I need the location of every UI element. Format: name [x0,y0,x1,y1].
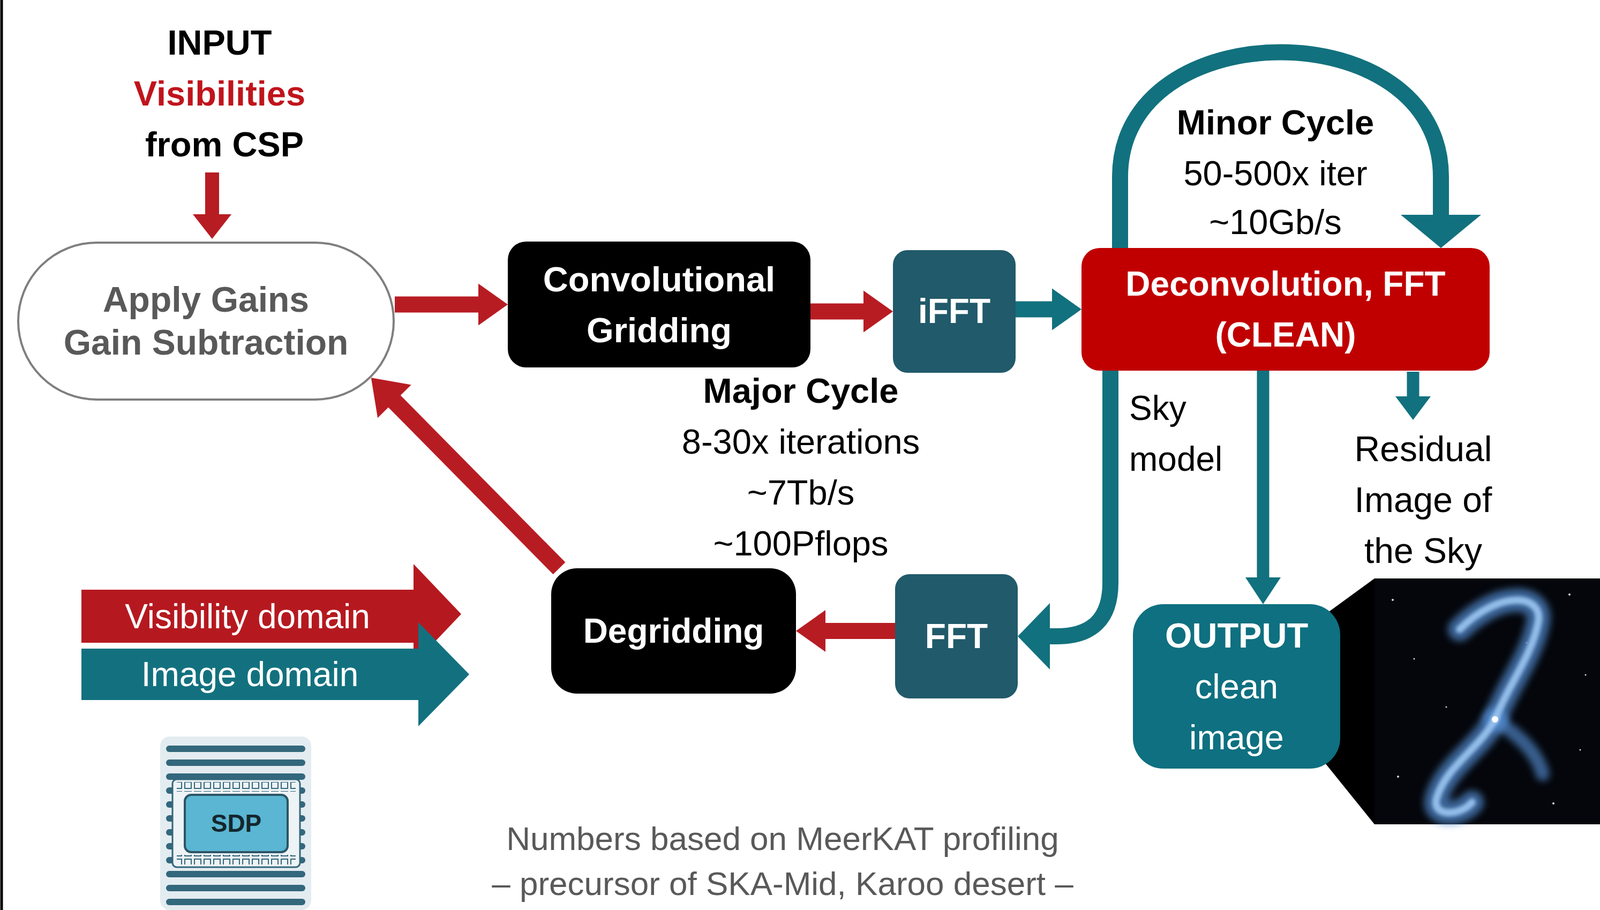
chip-stripe [169,884,303,892]
legend-entry: Image domain [81,622,470,727]
node-title: Apply Gains Gain Subtraction [61,278,351,364]
output-note: Residual Image of the Sky [1345,423,1501,577]
fft-box: FFT [895,574,1018,699]
cycle-stat: 50-500x iter [1183,155,1367,192]
cycle-title: Major Cycle [703,372,899,410]
clean-box: Deconvolution, FFT (CLEAN) [1081,248,1490,371]
star [1445,706,1448,709]
input-source: from CSP [145,126,304,163]
residual-arrow-shaft [1407,371,1420,398]
arrow-head [1052,288,1082,331]
galaxy-core [1491,716,1499,723]
connector [810,290,893,333]
node-title: SDP [211,809,262,838]
process-pill: Apply Gains Gain Subtraction [17,241,395,401]
connector-line [1015,301,1054,318]
connector-line [1257,370,1270,579]
chip-stripe [169,898,303,906]
star [1391,598,1394,602]
connector [1245,370,1281,605]
connector-line [1120,52,1441,249]
legend-arrow [81,622,470,727]
node-title: OUTPUT [1165,610,1309,661]
input-arrow-shaft [205,172,220,216]
node-title: Deconvolution, FFT (CLEAN) [1088,258,1483,361]
chip-die [172,779,300,868]
chip-stripe [169,745,303,753]
chip-stripe [169,870,303,878]
chip-pins [176,782,296,792]
connector [1015,288,1082,331]
connector-line [394,296,480,313]
chip-icon [160,736,312,910]
side-lobe [1495,719,1543,775]
output-box: OUTPUTclean image [1132,604,1341,769]
star [1585,674,1587,676]
node-title: Degridding [583,610,765,652]
connector-line [393,400,560,569]
legend-text: Visibility domain [81,589,414,643]
node-text: clean image [1189,660,1284,763]
node-title: Convolutional Gridding [515,253,803,356]
connector [371,377,560,569]
process-box: Degridding [551,568,796,694]
star [1552,802,1555,805]
connector [1120,52,1482,249]
connector [795,610,896,652]
arrow-head [478,283,508,326]
cycle-stat: ~100Pflops [712,525,889,562]
arrow-head [1245,577,1281,605]
connector-line [824,622,896,640]
sky-photo [1374,578,1600,825]
input-arrow-head [192,214,232,239]
star [1568,593,1571,596]
arrow-head [1017,603,1050,670]
footnote: Numbers based on MeerKAT profiling [506,821,1059,856]
footnote: – precursor of SKA-Mid, Karoo desert – [491,866,1073,901]
edge-label: Sky model [1129,382,1223,485]
star [1579,749,1582,751]
arrow-head [795,610,826,652]
node-title: FFT [925,616,988,658]
process-box: Convolutional Gridding [507,241,811,368]
connector [1017,370,1111,670]
connector-line [810,303,865,320]
lower-lobe [1436,719,1496,813]
lower-jet [1436,719,1496,813]
arrow-head [371,377,412,418]
cycle-stat: ~7Tb/s [747,474,855,512]
cycle-stat: 8-30x iterations [681,423,920,461]
fft-box: iFFT [892,250,1016,373]
star [1396,775,1400,778]
frame-line [0,0,4,910]
chip-body [160,736,312,910]
chip-stripe [169,759,303,766]
node-title: iFFT [918,290,991,333]
connector-line [1048,370,1111,637]
arrow-head [863,290,893,333]
legend-text: Image domain [81,648,419,701]
chip-label-box: SDP [183,793,289,854]
cycle-title: Minor Cycle [1176,104,1374,141]
residual-arrow-head [1395,396,1431,420]
star [1413,658,1416,660]
input-name: Visibilities [133,75,306,112]
upper-jet [1459,600,1539,720]
upper-lobe [1459,600,1539,720]
chip-pins [176,854,296,865]
connector [394,283,508,326]
input-heading: INPUT [167,24,273,62]
arrow-head [1400,214,1482,249]
radio-jets [1436,600,1543,814]
cycle-stat: ~10Gb/s [1208,204,1342,241]
